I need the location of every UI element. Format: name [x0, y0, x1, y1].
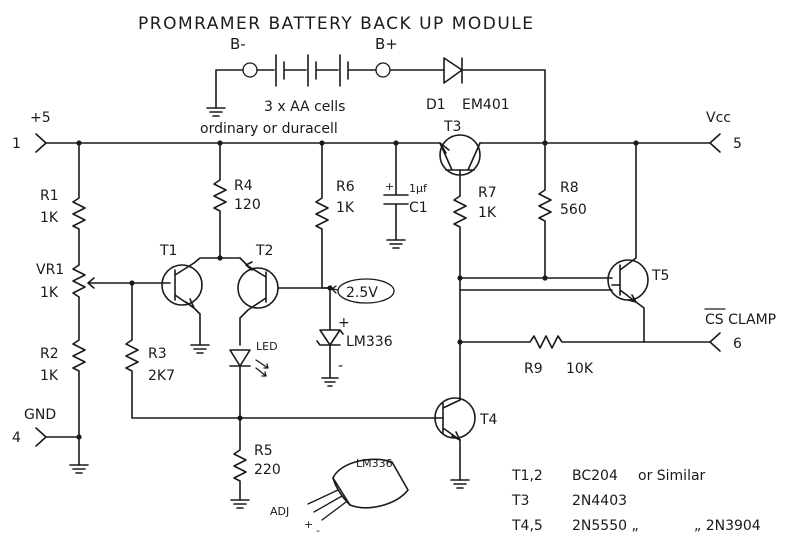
- parts-row-1-note: or Similar: [638, 468, 706, 484]
- transistor-t1: [161, 257, 241, 354]
- voltage-divider: [69, 142, 171, 474]
- r6-ref: R6: [336, 179, 355, 195]
- r7-value: 1K: [478, 205, 497, 221]
- r2-value: 1K: [40, 368, 59, 384]
- pin6-connector: [709, 332, 721, 352]
- r4-ref: R4: [234, 178, 253, 194]
- gnd-rail-ground-symbol: [69, 464, 89, 474]
- parts-row-1-part: BC204: [572, 468, 618, 484]
- pin4-number: 4: [12, 430, 21, 446]
- package-adj: ADJ: [270, 505, 289, 518]
- pin1-name: +5: [30, 110, 51, 126]
- t2-ref: T2: [255, 243, 273, 259]
- diode-d1-part: EM401: [462, 97, 510, 113]
- r1-ref: R1: [40, 188, 59, 204]
- battery-branch: [206, 54, 546, 144]
- battery-ground-symbol: [206, 102, 226, 117]
- c1-plus: +: [385, 180, 394, 193]
- lm336-zener: [316, 329, 344, 387]
- plus5-rail: [35, 133, 721, 153]
- package-title: LM336: [356, 457, 393, 470]
- pin1-number: 1: [12, 136, 21, 152]
- r5-ref: R5: [254, 443, 273, 459]
- capacitor-c1: [383, 142, 409, 249]
- voltage-callout: [337, 278, 395, 304]
- resistor-r8: [538, 142, 552, 279]
- transistor-t2: [237, 257, 331, 346]
- r3-branch: [125, 282, 438, 419]
- package-minus: -: [316, 524, 320, 537]
- resistor-r4: [213, 142, 227, 259]
- pin4-name: GND: [24, 407, 56, 423]
- junction-dots: [76, 140, 639, 440]
- r3-ref: R3: [148, 346, 167, 362]
- r8-ref: R8: [560, 180, 579, 196]
- parts-row-3-note: „ 2N3904: [694, 518, 761, 534]
- resistor-r5: [230, 417, 250, 509]
- c1-ref: C1: [409, 200, 428, 216]
- lm336-package: [307, 458, 409, 521]
- vr1-wiper: [87, 277, 103, 289]
- r1-value: 1K: [40, 210, 59, 226]
- transistor-t5: [607, 142, 649, 343]
- parts-row-3-part: 2N5550 „: [572, 518, 639, 534]
- parts-row-1-ref: T1,2: [511, 468, 543, 484]
- pin5-number: 5: [733, 136, 742, 152]
- diode-d1: [443, 57, 463, 84]
- vr1-ref: VR1: [36, 262, 64, 278]
- zener-part: LM336: [346, 334, 393, 350]
- transistor-t3: [439, 134, 481, 197]
- r4-value: 120: [234, 197, 261, 213]
- r9-ref: R9: [524, 361, 543, 377]
- schematic-title: PROMRAMER BATTERY BACK UP MODULE: [138, 14, 535, 34]
- c1-value: 1µf: [409, 182, 428, 195]
- battery-neg-label: B-: [230, 35, 246, 53]
- t1-ref: T1: [159, 243, 177, 259]
- transistor-t4: [434, 397, 476, 489]
- battery-neg-terminal: [242, 62, 258, 78]
- resistor-r6: [315, 142, 331, 331]
- t5-ref: T5: [651, 268, 669, 284]
- parts-row-3-ref: T4,5: [511, 518, 543, 534]
- battery-cells-line2: ordinary or duracell: [200, 121, 338, 137]
- parts-row-2-ref: T3: [511, 493, 529, 509]
- battery-pos-label: B+: [375, 35, 398, 53]
- zener-minus: -: [338, 358, 343, 374]
- pin5-name: Vcc: [706, 110, 731, 126]
- pin6-number: 6: [733, 336, 742, 352]
- voltage-callout-text: 2.5V: [346, 285, 378, 301]
- r9-value: 10K: [566, 361, 594, 377]
- r6-value: 1K: [336, 200, 355, 216]
- parts-list: T1,2 BC204 or Similar T3 2N4403 T4,5 2N5…: [511, 468, 761, 534]
- t4-ref: T4: [479, 412, 498, 428]
- resistor-r7: [453, 195, 467, 401]
- package-plus: +: [304, 518, 313, 531]
- pin6-name: CS CLAMP: [705, 312, 776, 328]
- zener-plus: +: [338, 315, 350, 331]
- battery-cells-line1: 3 x AA cells: [264, 99, 345, 115]
- led: [229, 349, 269, 419]
- r2-ref: R2: [40, 346, 59, 362]
- r8-value: 560: [560, 202, 587, 218]
- r5-value: 220: [254, 462, 281, 478]
- led-label: LED: [256, 340, 278, 353]
- r3-value: 2K7: [148, 368, 175, 384]
- pin4-connector: [35, 427, 80, 447]
- battery-pos-terminal: [375, 62, 391, 78]
- diode-d1-ref: D1: [426, 97, 446, 113]
- parts-row-2-part: 2N4403: [572, 493, 627, 509]
- r7-ref: R7: [478, 185, 497, 201]
- vr1-value: 1K: [40, 285, 59, 301]
- resistor-r9: [459, 335, 711, 349]
- t3-ref: T3: [443, 119, 461, 135]
